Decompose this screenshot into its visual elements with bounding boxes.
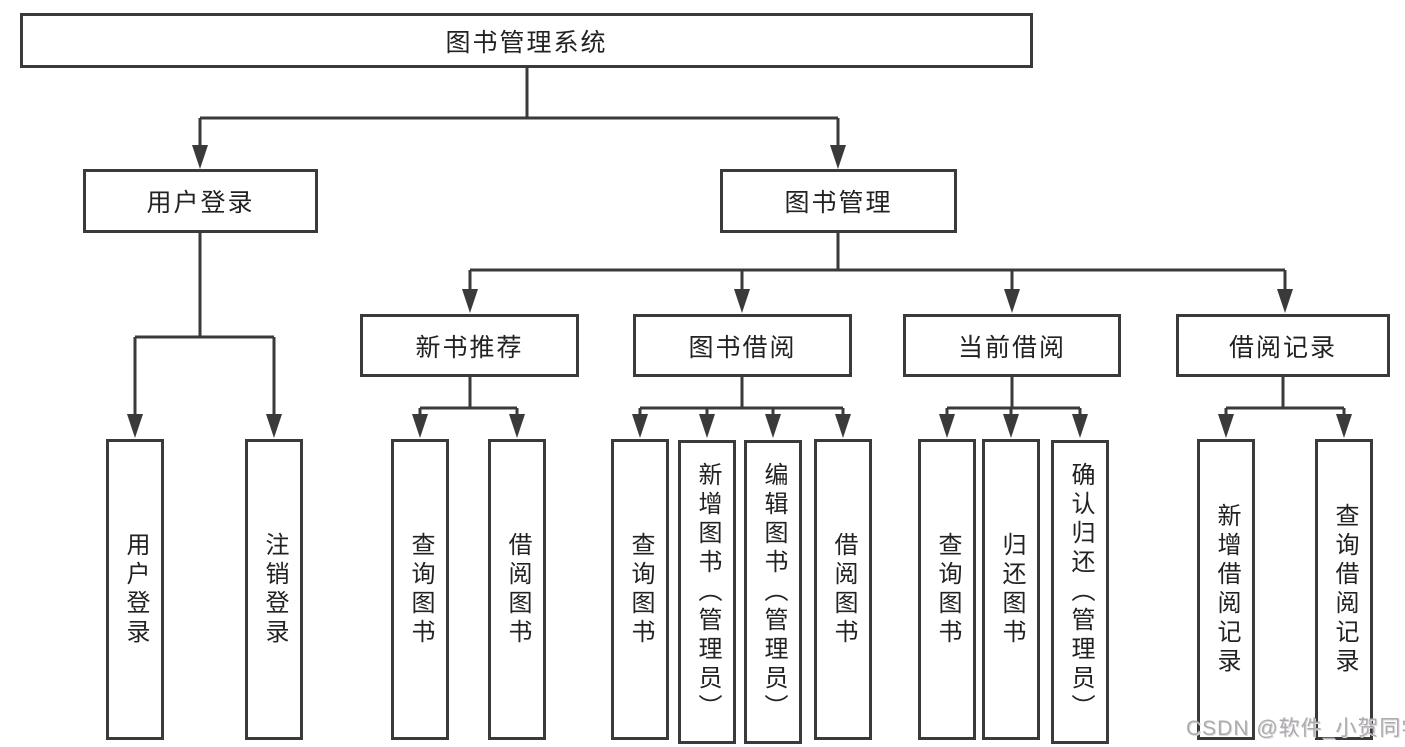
leaf-logout: 注销登录 <box>245 439 303 740</box>
leaf-confirm-return-admin: 确认归还（管理员） <box>1051 440 1109 744</box>
leaf-borrow-book-2: 借阅图书 <box>814 439 872 740</box>
node-system-root: 图书管理系统 <box>20 13 1033 68</box>
node-book-borrow: 图书借阅 <box>633 314 852 377</box>
node-borrow-record: 借阅记录 <box>1176 314 1390 377</box>
node-book-management: 图书管理 <box>720 169 957 233</box>
leaf-query-book-3: 查询图书 <box>918 439 976 740</box>
node-user-login: 用户登录 <box>83 169 318 233</box>
node-new-book-recommend: 新书推荐 <box>360 314 579 377</box>
leaf-borrow-book-1: 借阅图书 <box>488 439 546 740</box>
leaf-add-borrow-record: 新增借阅记录 <box>1197 439 1255 740</box>
leaf-user-login: 用户登录 <box>106 439 164 740</box>
leaf-query-book-1: 查询图书 <box>391 439 449 740</box>
leaf-query-borrow-record: 查询借阅记录 <box>1315 439 1373 740</box>
leaf-add-book-admin: 新增图书（管理员） <box>678 440 736 744</box>
leaf-return-book: 归还图书 <box>982 439 1040 740</box>
watermark: CSDN @软件_小贺同学 <box>1186 717 1405 740</box>
leaf-query-book-2: 查询图书 <box>611 439 669 740</box>
arrowhead-icons <box>127 145 1352 438</box>
tree-edges <box>133 68 1346 417</box>
leaf-edit-book-admin: 编辑图书（管理员） <box>744 440 802 744</box>
node-current-borrow: 当前借阅 <box>903 314 1121 377</box>
